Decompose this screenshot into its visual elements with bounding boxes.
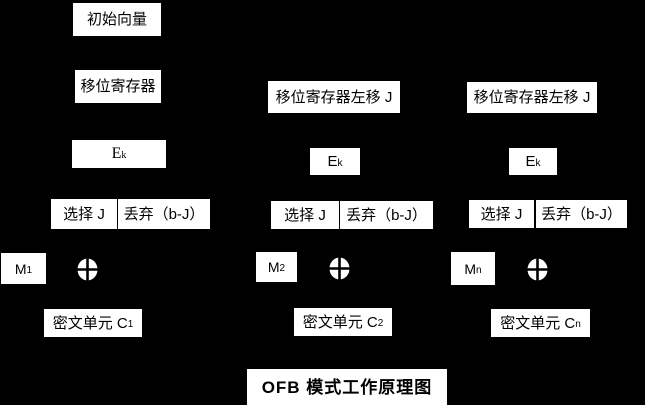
discard-box-n: 丢弃（b-J） — [536, 200, 627, 228]
ciphertext-sub: n — [575, 319, 581, 330]
encrypt-label: E — [111, 145, 122, 162]
shift-register-box-n: 移位寄存器左移 J — [467, 82, 597, 113]
discard-box-2: 丢弃（b-J） — [340, 201, 433, 229]
select-j-box-n: 选择 J — [469, 200, 534, 228]
encrypt-sub: k — [337, 157, 343, 169]
encrypt-sub: k — [535, 157, 541, 169]
encrypt-label: E — [327, 153, 338, 170]
ciphertext-label: 密文单元 C — [52, 314, 128, 332]
ciphertext-label: 密文单元 C — [302, 313, 378, 331]
ciphertext-sub: 2 — [377, 318, 384, 329]
message-label: M — [14, 260, 27, 277]
encrypt-label: E — [525, 153, 536, 170]
shift-register-box-2: 移位寄存器左移 J — [268, 81, 400, 113]
initial-vector-box: 初始向量 — [73, 3, 161, 36]
message-label: M — [464, 260, 477, 277]
discard-box-1: 丢弃（b-J） — [118, 199, 210, 229]
xor-icon-n — [527, 258, 548, 281]
shift-register-box-1: 移位寄存器 — [75, 70, 161, 103]
encrypt-sub: k — [121, 150, 127, 161]
message-sub: n — [476, 264, 482, 276]
select-j-box-2: 选择 J — [271, 201, 339, 229]
ciphertext-label: 密文单元 C — [500, 314, 576, 332]
diagram-title: OFB 模式工作原理图 — [247, 369, 447, 405]
xor-icon-2 — [329, 257, 350, 280]
message-sub: 2 — [279, 263, 286, 274]
ciphertext-sub: 1 — [127, 319, 134, 330]
select-j-box-1: 选择 J — [51, 199, 117, 229]
message-label: M — [267, 259, 280, 275]
xor-icon-1 — [77, 258, 98, 281]
message-sub: 1 — [26, 264, 33, 276]
